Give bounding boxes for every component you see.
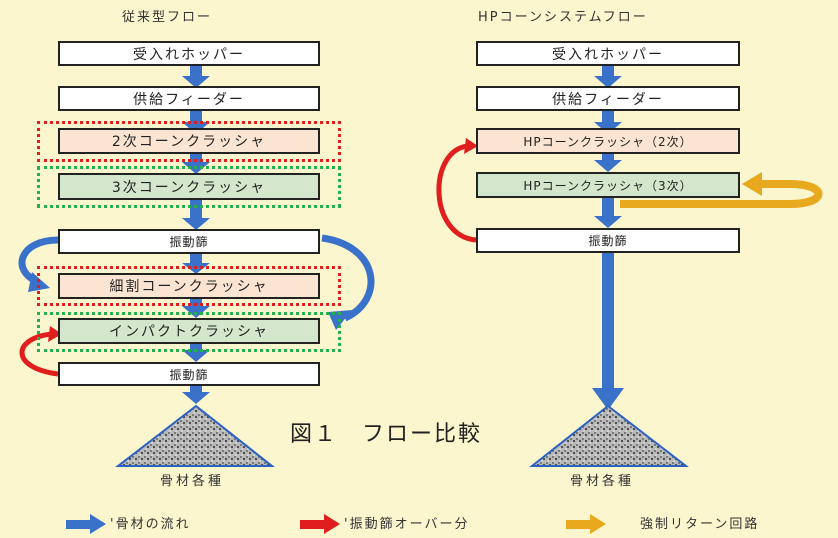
left-tertiary-highlight — [37, 166, 341, 208]
right-oversize-return — [436, 143, 477, 243]
left-oversize-arrowhead — [48, 326, 62, 342]
left-bypass-arrows — [18, 234, 375, 322]
right-flow-arrows — [592, 64, 624, 410]
right-aggregate-pile — [529, 404, 689, 467]
right-flow-title: HPコーンシステムフロー — [478, 10, 648, 25]
legend-arrow-return — [566, 514, 606, 534]
legend-arrow-oversize — [300, 514, 340, 534]
left-step-screen-1: 振動篩 — [58, 229, 320, 254]
legend-arrow-flow — [66, 514, 106, 534]
left-step-tertiary-cone: 3次コーンクラッシャ — [58, 173, 320, 200]
left-aggregate-pile — [115, 404, 275, 467]
right-step-hp-tertiary: HPコーンクラッシャ（3次） — [476, 172, 740, 198]
left-fine-highlight — [37, 266, 341, 306]
left-step-hopper: 受入れホッパー — [58, 41, 320, 66]
right-step-hopper: 受入れホッパー — [476, 41, 740, 66]
left-step-feeder: 供給フィーダー — [58, 86, 320, 111]
right-step-screen: 振動篩 — [476, 228, 740, 253]
right-forced-return-arrowhead — [742, 172, 762, 196]
left-flow-title: 従来型フロー — [122, 10, 213, 25]
legend-label-oversize: '振動篩オーバー分 — [344, 517, 470, 532]
left-output-label: 骨材各種 — [160, 474, 225, 489]
legend-label-return: 強制リターン回路 — [640, 517, 760, 532]
left-step-fine-cone: 細割コーンクラッシャ — [58, 273, 320, 299]
right-forced-return — [620, 180, 823, 208]
legend-item-return: 強制リターン回路 — [640, 513, 759, 532]
legend-item-flow: '骨材の流れ — [110, 513, 191, 532]
right-step-feeder: 供給フィーダー — [476, 86, 740, 111]
right-oversize-arrowhead — [464, 138, 478, 154]
left-oversize-return — [19, 331, 59, 377]
left-step-screen-2: 振動篩 — [58, 362, 320, 386]
left-step-secondary-cone: 2次コーンクラッシャ — [58, 128, 320, 154]
figure-caption: 図１ フロー比較 — [290, 422, 483, 447]
legend-item-oversize: '振動篩オーバー分 — [344, 513, 469, 532]
right-step-hp-secondary: HPコーンクラッシャ（2次） — [476, 128, 740, 154]
legend-label-flow: '骨材の流れ — [110, 517, 191, 532]
left-step-impact-crusher: インパクトクラッシャ — [58, 318, 320, 344]
right-output-label: 骨材各種 — [570, 474, 635, 489]
left-secondary-highlight — [37, 121, 341, 162]
left-impact-highlight — [37, 312, 341, 352]
